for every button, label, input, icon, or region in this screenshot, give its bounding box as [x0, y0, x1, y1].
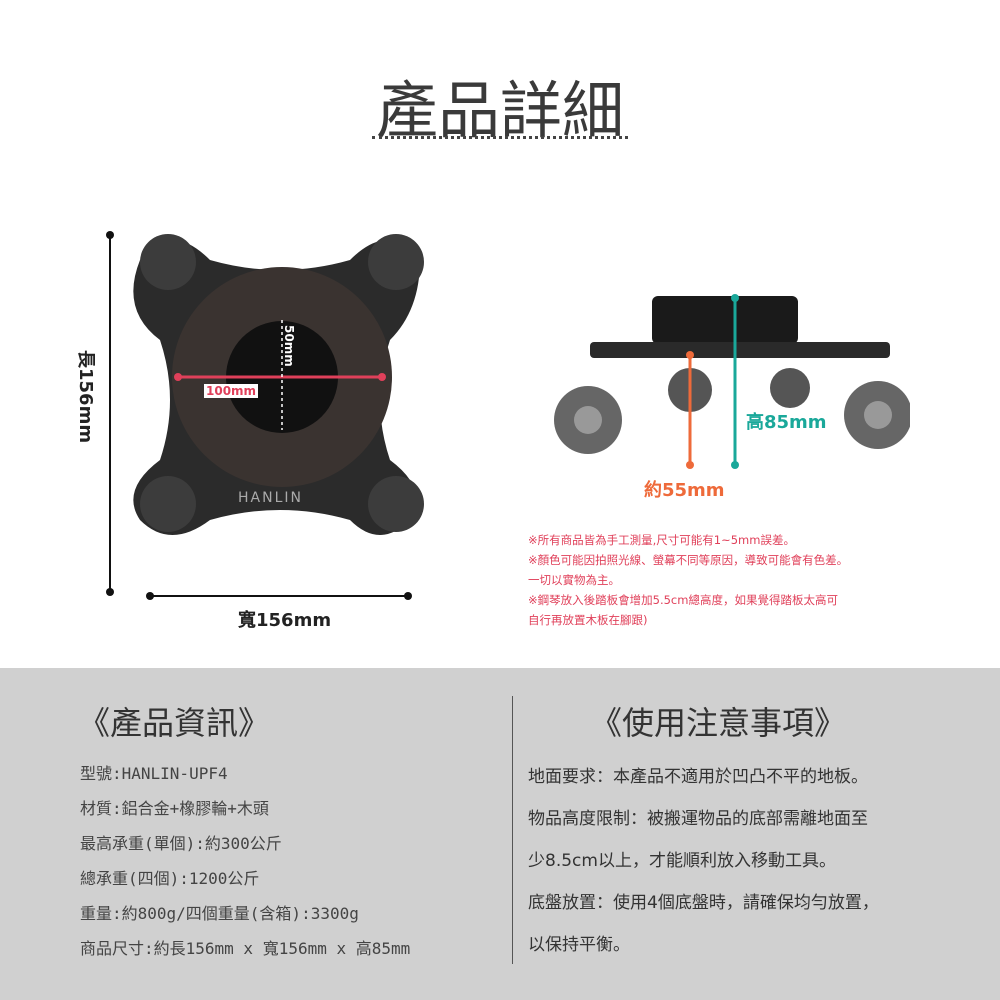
disclaimer-notes: ※所有商品皆為手工測量,尺寸可能有1~5mm誤差。 ※顏色可能因拍照光線、螢幕不…: [528, 530, 848, 630]
hole-height-label: 50mm: [282, 325, 296, 367]
info-item: 總承重(四個):1200公斤: [80, 869, 260, 888]
note-line: 自行再放置木板在腳跟): [528, 613, 648, 627]
usage-list: 地面要求：本產品不適用於凹凸不平的地板。 物品高度限制：被搬運物品的底部需離地面…: [528, 756, 879, 966]
usage-item: 以保持平衡。: [528, 935, 630, 955]
info-item: 重量:約800g/四個重量(含箱):3300g: [80, 904, 359, 923]
height-label: 高85mm: [746, 412, 827, 433]
hole-width-label: 100mm: [204, 384, 259, 398]
usage-item: 地面要求：本產品不適用於凹凸不平的地板。: [528, 767, 868, 787]
wheel-span-label: 約55mm: [644, 480, 725, 501]
info-item: 最高承重(單個):約300公斤: [80, 834, 282, 853]
column-divider: [512, 696, 513, 964]
product-side-view-image: [554, 294, 910, 469]
width-label: 寬156mm: [238, 610, 332, 631]
usage-heading: 《使用注意事項》: [590, 704, 847, 742]
page-title: 產品詳細: [375, 74, 624, 147]
product-info-heading: 《產品資訊》: [78, 704, 271, 742]
product-info-list: 型號:HANLIN-UPF4 材質:鋁合金+橡膠輪+木頭 最高承重(單個):約3…: [80, 756, 410, 966]
info-item: 材質:鋁合金+橡膠輪+木頭: [80, 799, 269, 818]
usage-item: 少8.5cm以上，才能順利放入移動工具。: [528, 851, 836, 871]
brand-logo: HANLIN: [238, 490, 303, 506]
product-top-view-image: [106, 231, 424, 600]
note-line: ※所有商品皆為手工測量,尺寸可能有1~5mm誤差。: [528, 533, 795, 547]
note-line: 一切以實物為主。: [528, 573, 620, 587]
info-item: 商品尺寸:約長156mm x 寬156mm x 高85mm: [80, 939, 411, 958]
info-item: 型號:HANLIN-UPF4: [80, 764, 228, 783]
usage-item: 物品高度限制：被搬運物品的底部需離地面至: [528, 809, 868, 829]
length-label: 長156mm: [75, 350, 96, 444]
usage-item: 底盤放置：使用4個底盤時，請確保均勻放置，: [528, 893, 879, 913]
note-line: ※顏色可能因拍照光線、螢幕不同等原因，導致可能會有色差。: [528, 553, 849, 567]
note-line: ※鋼琴放入後踏板會增加5.5cm總高度，如果覺得踏板太高可: [528, 593, 838, 607]
info-panel: 《產品資訊》 型號:HANLIN-UPF4 材質:鋁合金+橡膠輪+木頭 最高承重…: [0, 668, 1000, 1000]
title-divider: [372, 136, 628, 139]
